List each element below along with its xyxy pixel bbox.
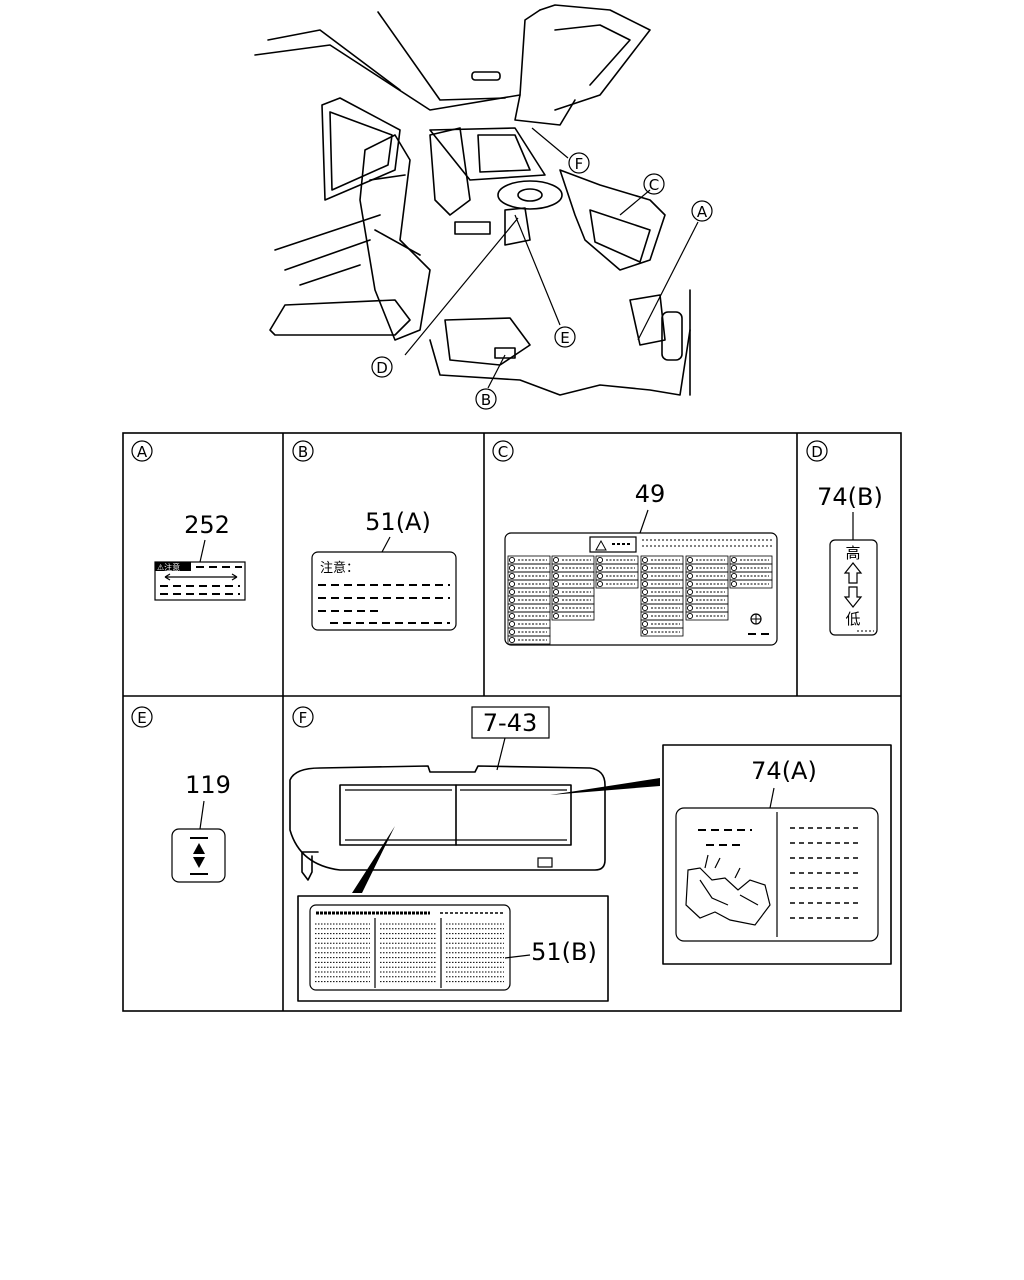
panel-a-part-no: 252 <box>184 511 230 539</box>
callout-f: F <box>568 152 590 174</box>
callout-leaders <box>404 127 699 389</box>
panel-c-letter: C <box>498 443 508 461</box>
label-cell <box>507 635 551 645</box>
panel-f: F 7-43 74(A) <box>289 706 892 1002</box>
panel-d-part-no: 74(B) <box>817 483 883 511</box>
panel-c-part-no: 49 <box>635 480 666 508</box>
label-cell <box>729 579 773 589</box>
panel-f-part-no-main: 7-43 <box>483 709 537 737</box>
callout-d: D <box>371 356 393 378</box>
callout-d-label: D <box>376 359 388 377</box>
panel-b-part-no: 51(A) <box>365 508 431 536</box>
panel-f-label-a-text-lines <box>790 827 862 919</box>
label-cell <box>595 579 639 589</box>
label-cell <box>685 611 729 621</box>
cab-interior-illustration <box>254 4 691 396</box>
panel-a-label-head: ⚠注意 <box>157 562 180 572</box>
panel-a: A 252 ⚠注意 <box>131 440 246 601</box>
callout-b: B <box>475 388 497 410</box>
panel-f-part-no-label-a: 74(A) <box>751 757 817 785</box>
panel-d-letter: D <box>811 443 823 461</box>
panel-f-hands-illustration <box>685 854 771 926</box>
panel-b: B 51(A) 注意： <box>292 440 457 631</box>
panel-f-letter: F <box>299 709 308 727</box>
panel-b-letter: B <box>298 443 308 461</box>
label-cell <box>640 627 684 637</box>
callout-a-label: A <box>697 203 708 221</box>
panel-c-label-grid <box>507 555 773 645</box>
panel-e: E 119 <box>131 706 231 883</box>
panel-f-part-no-label-b: 51(B) <box>531 938 597 966</box>
callout-e: E <box>554 326 576 348</box>
callout-b-label: B <box>481 391 491 409</box>
panel-d-bottom-char: 低 <box>845 610 860 628</box>
panel-e-letter: E <box>137 709 146 727</box>
label-grid <box>122 432 902 1012</box>
callout-e-label: E <box>560 329 569 347</box>
panel-b-label-head: 注意： <box>320 560 359 576</box>
callout-c-label: C <box>649 176 659 194</box>
panel-f-label-b-text-lines <box>315 923 504 983</box>
panel-e-part-no: 119 <box>185 771 231 799</box>
callout-c: C <box>643 173 665 195</box>
label-cell <box>551 611 595 621</box>
panel-c: C 49 <box>492 440 778 646</box>
callout-a: A <box>691 200 713 222</box>
panel-a-letter: A <box>137 443 148 461</box>
panel-d-top-char: 高 <box>845 544 860 562</box>
panel-d: D 74(B) 高 低 <box>806 440 883 636</box>
callout-f-label: F <box>575 155 584 173</box>
